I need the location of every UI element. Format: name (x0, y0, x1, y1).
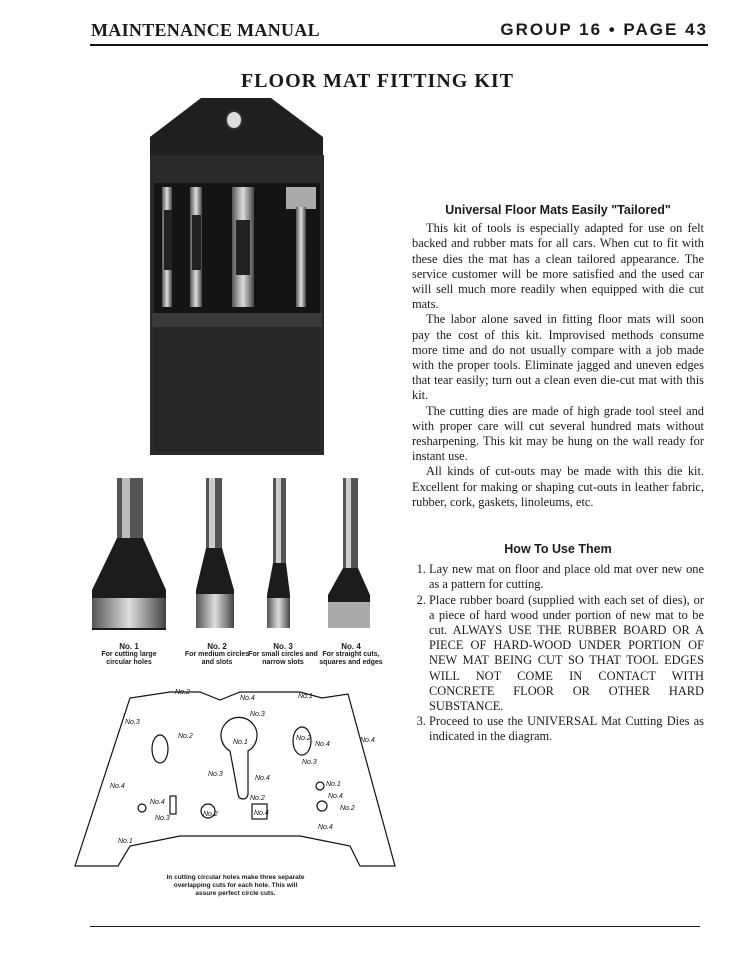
diagram-label: No.2 (203, 811, 218, 818)
stored-dies (162, 187, 316, 307)
diagram-label: No.4 (150, 799, 165, 806)
description-section: Universal Floor Mats Easily "Tailored" T… (412, 203, 704, 510)
diagram-label: No.4 (328, 793, 343, 800)
diagram-label: No.2 (296, 735, 311, 742)
diagram-label: No.1 (326, 781, 341, 788)
paragraph: The labor alone saved in fitting floor m… (412, 312, 704, 403)
section-heading: How To Use Them (504, 542, 612, 556)
diagram-label: No.4 (240, 695, 255, 702)
diagram-label: No.2 (178, 733, 193, 740)
die-no-3 (267, 478, 290, 628)
steps-list: Lay new mat on floor and place old mat o… (412, 562, 704, 744)
footer-rule (90, 926, 700, 927)
die-no-1 (92, 478, 166, 630)
diagram-label: No.3 (208, 771, 223, 778)
diagram-label: No.4 (255, 775, 270, 782)
die-no-4 (328, 478, 370, 628)
paragraph: The cutting dies are made of high grade … (412, 403, 704, 464)
section-heading: Universal Floor Mats Easily "Tailored" (445, 203, 671, 217)
diagram-caption: In cutting circular holes make three sep… (166, 874, 305, 897)
diagram-label: No.1 (233, 739, 248, 746)
diagram-label: No.4 (110, 783, 125, 790)
diagram-label: No.1 (298, 693, 313, 700)
mat-cutting-diagram: No.2 No.4 No.1 No.3 No.3 No.2 No.1 No.2 … (74, 689, 396, 867)
page-title: FLOOR MAT FITTING KIT (240, 70, 515, 92)
paragraph: All kinds of cut-outs may be made with t… (412, 464, 704, 509)
diagram-label: No.4 (315, 741, 330, 748)
diagram-label: No.4 (360, 737, 375, 744)
paragraph: This kit of tools is especially adapted … (412, 221, 704, 312)
diagram-label: No.3 (155, 815, 170, 822)
manual-title: MAINTENANCE MANUAL (91, 20, 320, 40)
diagram-label: No.3 (250, 711, 265, 718)
diagram-label: No.3 (302, 759, 317, 766)
page-number: GROUP 16 • PAGE 43 (500, 20, 708, 39)
diagram-label: No.2 (250, 795, 265, 802)
diagram-labels: No.2 No.4 No.1 No.3 No.3 No.2 No.1 No.2 … (110, 689, 375, 845)
diagram-label: No.2 (340, 805, 355, 812)
diagram-label: No.2 (175, 689, 190, 696)
dies-photo (92, 478, 370, 630)
die-no-2 (196, 478, 234, 628)
step: Lay new mat on floor and place old mat o… (429, 562, 704, 592)
diagram-label: No.3 (125, 719, 140, 726)
diagram-label: No.1 (118, 838, 133, 845)
step: Place rubber board (supplied with each s… (429, 593, 704, 715)
instructions-section: How To Use Them Lay new mat on floor and… (412, 542, 704, 745)
step: Proceed to use the UNIVERSAL Mat Cutting… (429, 714, 704, 744)
header-rule (90, 44, 708, 46)
kit-case-photo (150, 98, 324, 455)
diagram-label: No.4 (254, 810, 269, 817)
diagram-label: No.4 (318, 824, 333, 831)
